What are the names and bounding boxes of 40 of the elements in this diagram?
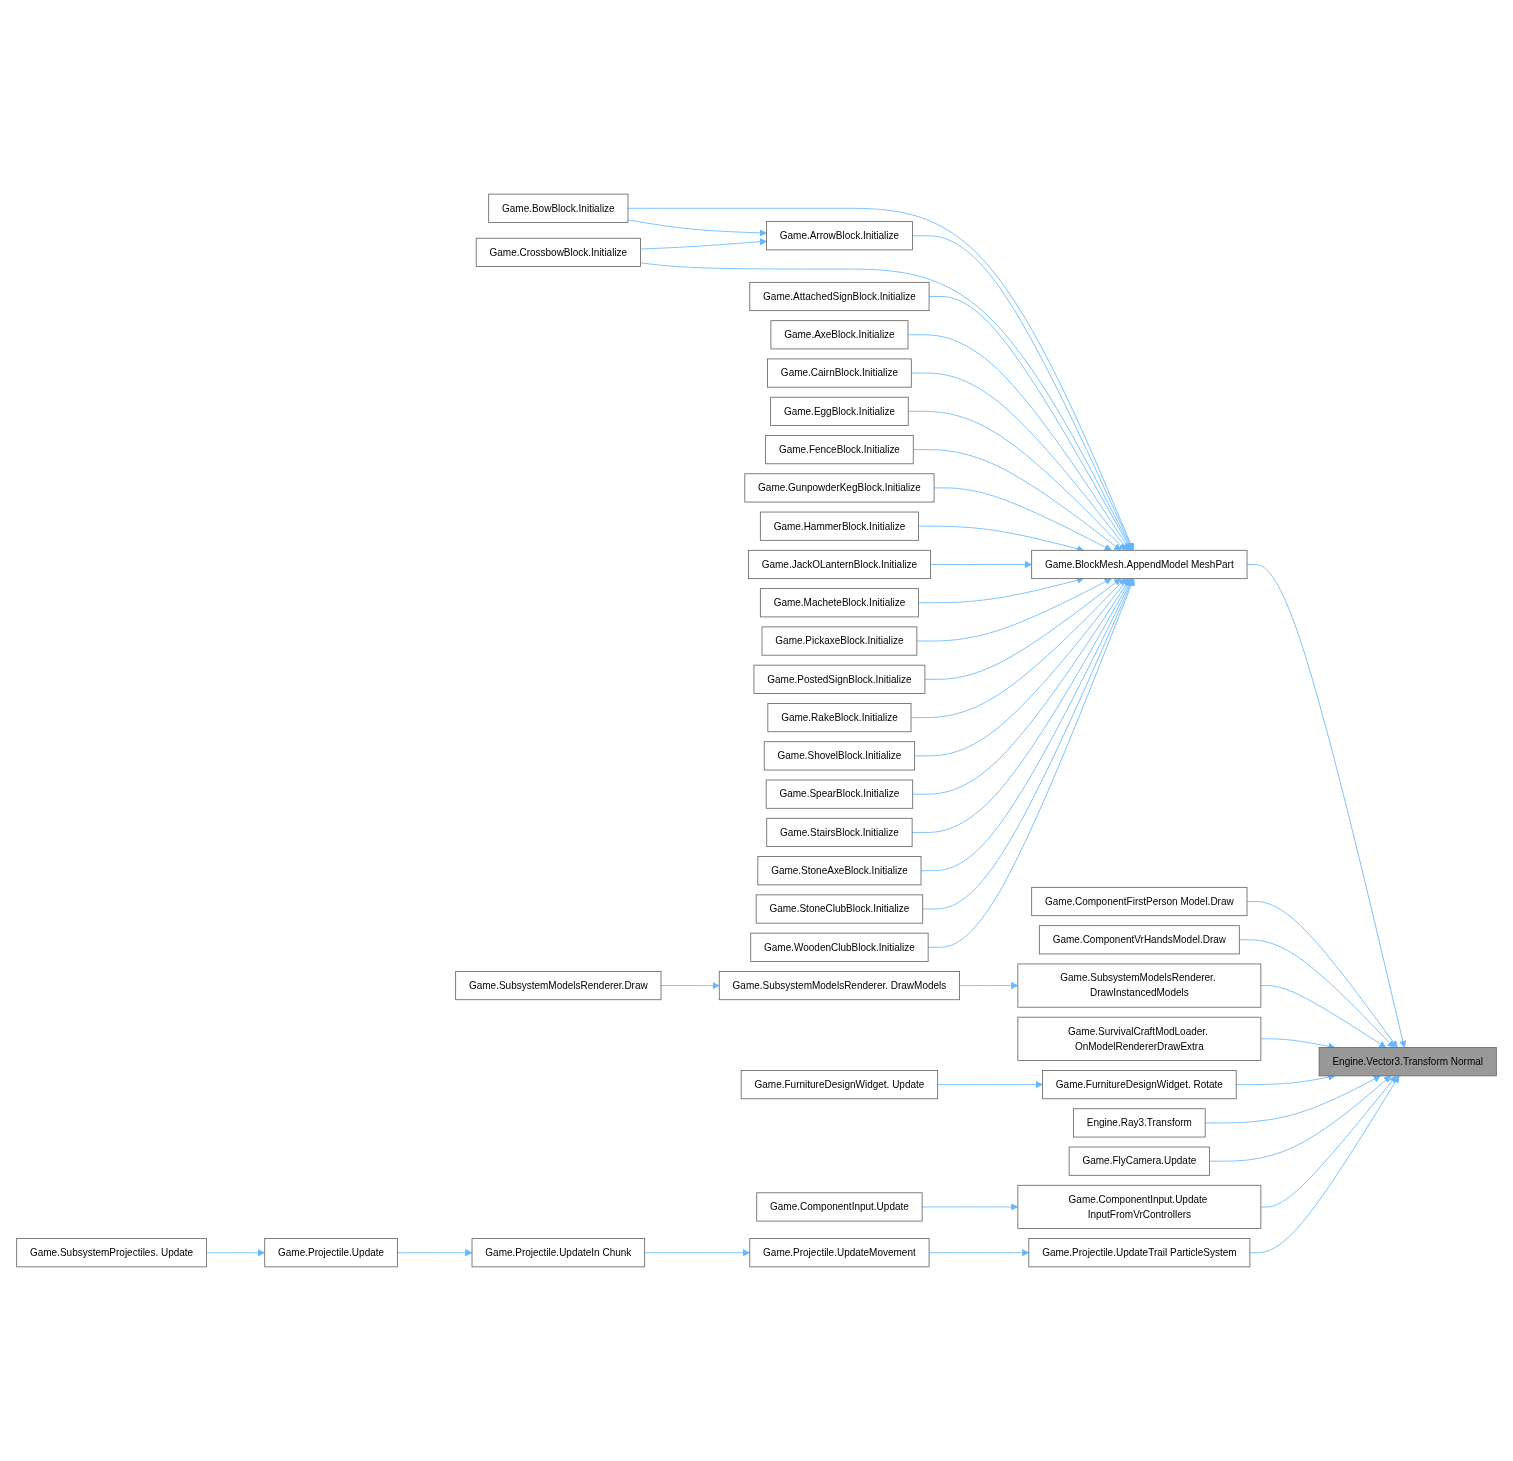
node-box: Game.ShovelBlock.Initialize xyxy=(763,741,916,771)
node-box: Game.AttachedSignBlock.Initialize xyxy=(749,281,930,312)
node-box: Game.AxeBlock.Initialize xyxy=(770,320,909,350)
node-box: Game.ComponentInput.Update xyxy=(756,1192,923,1222)
node-box: Game.ComponentFirstPerson Model.Draw xyxy=(1031,886,1248,917)
node-box: Game.FlyCamera.Update xyxy=(1068,1146,1210,1176)
node-box: Game.PostedSignBlock.Initialize xyxy=(753,664,926,694)
node-box: Game.CairnBlock.Initialize xyxy=(767,358,912,388)
node-box: Game.BlockMesh.AppendModel MeshPart xyxy=(1031,549,1248,580)
node-box: Game.RakeBlock.Initialize xyxy=(767,703,912,733)
node-box: Game.FurnitureDesignWidget. Rotate xyxy=(1042,1070,1237,1100)
node-box: Game.EggBlock.Initialize xyxy=(770,396,909,426)
node-box: Game.Projectile.UpdateIn Chunk xyxy=(471,1238,646,1268)
node-box: Game.StoneAxeBlock.Initialize xyxy=(757,856,922,886)
node-box: Game.SubsystemModelsRenderer. DrawInstancedModels xyxy=(1017,963,1262,1008)
node-box: Game.StairsBlock.Initialize xyxy=(766,817,913,847)
node-box: Game.BowBlock.Initialize xyxy=(488,193,629,223)
node-box: Game.PickaxeBlock.Initialize xyxy=(761,626,918,656)
node-box: Game.SubsystemProjectiles. Update xyxy=(16,1238,207,1268)
node-box: Game.FurnitureDesignWidget. Update xyxy=(740,1070,939,1100)
node-box: Game.ComponentVrHandsModel.Draw xyxy=(1038,925,1240,955)
node-box: Game.GunpowderKegBlock.Initialize xyxy=(744,473,935,503)
node-box: Game.Projectile.UpdateMovement xyxy=(749,1238,930,1268)
node-box: Game.SubsystemModelsRenderer.Draw xyxy=(455,971,662,1001)
node-box: Game.Projectile.Update xyxy=(264,1238,398,1268)
node-box: Game.SpearBlock.Initialize xyxy=(765,779,914,809)
node-box: Game.ComponentInput.Update InputFromVrControllers xyxy=(1017,1184,1262,1229)
node-box: Engine.Ray3.Transform xyxy=(1073,1108,1206,1138)
node-box: Game.HammerBlock.Initialize xyxy=(759,511,919,541)
node-box: Game.StoneClubBlock.Initialize xyxy=(755,894,924,924)
node-box: Engine.Vector3.Transform Normal xyxy=(1318,1047,1497,1077)
node-box: Game.MacheteBlock.Initialize xyxy=(759,588,919,618)
node-box: Game.CrossbowBlock.Initialize xyxy=(475,237,641,267)
node-box: Game.SubsystemModelsRenderer. DrawModels xyxy=(718,971,960,1001)
node-box: Game.ArrowBlock.Initialize xyxy=(766,221,913,251)
node-box: Game.JackOLanternBlock.Initialize xyxy=(748,549,931,580)
node-box: Game.WoodenClubBlock.Initialize xyxy=(750,932,929,962)
node-box: Game.SurvivalCraftModLoader. OnModelRendererDrawExtra xyxy=(1017,1016,1262,1061)
node-box: Game.Projectile.UpdateTrail ParticleSystem xyxy=(1028,1238,1251,1268)
node-box: Game.FenceBlock.Initialize xyxy=(765,435,914,465)
